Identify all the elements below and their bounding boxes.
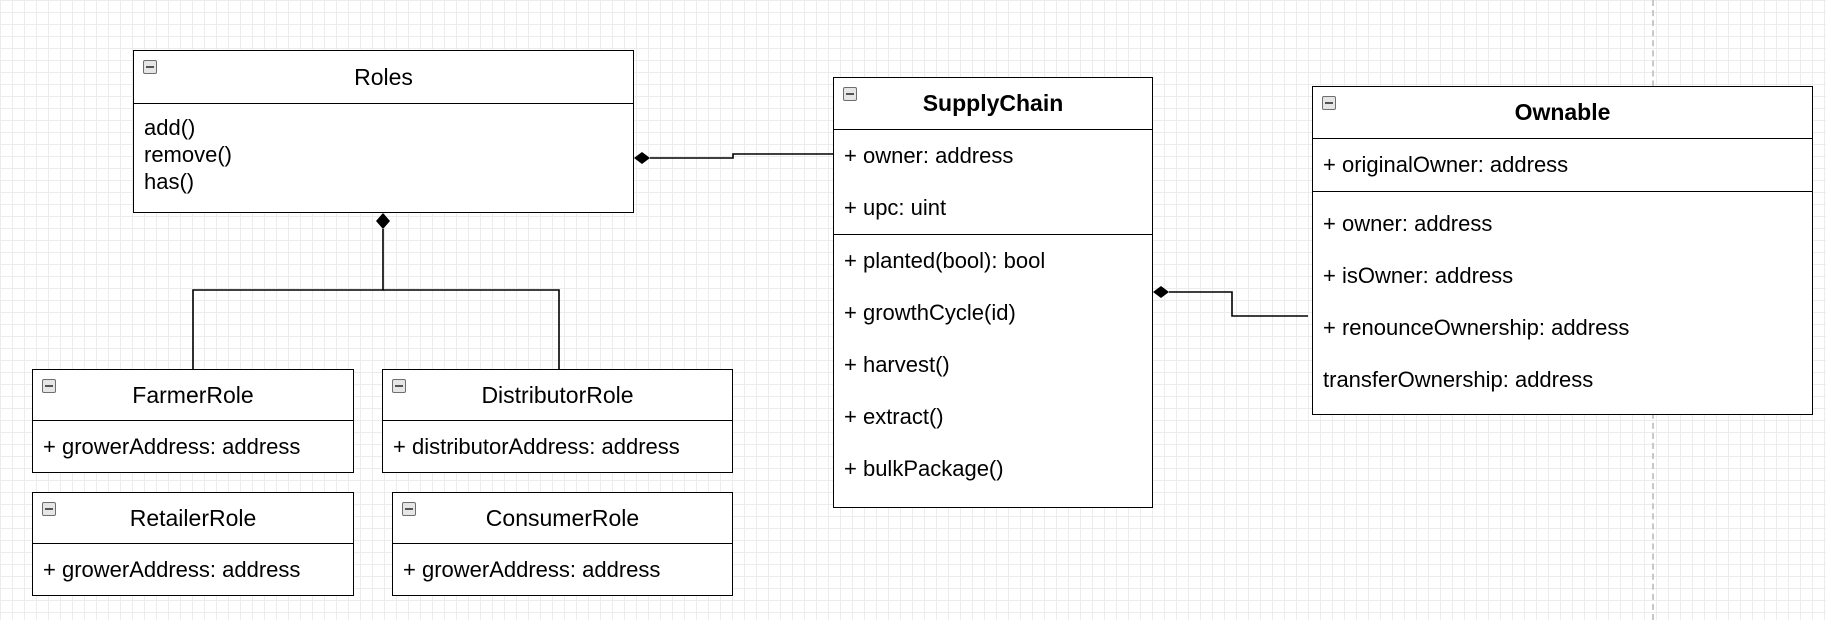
attribute: + owner: address [844,143,1014,168]
method: + owner: address [1323,211,1493,236]
class-name: Roles [354,63,413,90]
supplychain-ownable-connector[interactable] [1169,291,1308,317]
method: + planted(bool): bool [844,248,1046,273]
collapse-icon[interactable] [42,379,56,393]
methods-section: + planted(bool): bool + growthCycle(id) … [834,235,1152,495]
roles-subroles-connector[interactable] [192,229,384,369]
attribute: + originalOwner: address [1323,152,1569,177]
class-farmerrole[interactable]: FarmerRole + growerAddress: address [32,369,354,473]
method: has() [144,169,195,194]
method: + isOwner: address [1323,263,1514,288]
attributes-section: + growerAddress: address [33,544,353,596]
method: remove() [144,142,233,167]
attribute: + upc: uint [844,195,947,220]
supplychain-composition-diamond [1153,286,1169,298]
collapse-icon[interactable] [843,87,857,101]
methods-section: + owner: address + isOwner: address + re… [1313,192,1812,406]
class-consumerrole[interactable]: ConsumerRole + growerAddress: address [392,492,733,596]
collapse-icon[interactable] [42,502,56,516]
attributes-section: + growerAddress: address [393,544,732,596]
attribute: + growerAddress: address [43,434,301,459]
class-ownable[interactable]: Ownable + originalOwner: address + owner… [1312,86,1813,415]
method: + bulkPackage() [844,456,1004,481]
roles-composition-diamond-right [634,152,650,164]
attributes-section: + growerAddress: address [33,421,353,473]
attributes-section: + originalOwner: address [1313,139,1812,192]
class-name: ConsumerRole [485,504,640,531]
attribute: + growerAddress: address [403,557,661,582]
class-roles[interactable]: Roles add() remove() has() [133,50,634,213]
class-name: Ownable [1514,99,1611,125]
roles-distributor-connector[interactable] [383,289,560,369]
methods-section: add() remove() has() [134,104,633,195]
roles-supplychain-connector[interactable] [650,153,833,159]
collapse-icon[interactable] [1322,96,1336,110]
attribute: + growerAddress: address [43,557,301,582]
class-distributorrole-header: DistributorRole [383,370,732,421]
collapse-icon[interactable] [143,60,157,74]
method: + growthCycle(id) [844,300,1016,325]
class-supplychain[interactable]: SupplyChain + owner: address + upc: uint… [833,77,1153,508]
method: + harvest() [844,352,950,377]
class-farmerrole-header: FarmerRole [33,370,353,421]
class-roles-header: Roles [134,51,633,104]
collapse-icon[interactable] [392,379,406,393]
class-retailerrole-header: RetailerRole [33,493,353,544]
class-ownable-header: Ownable [1313,87,1812,139]
method: + renounceOwnership: address [1323,315,1630,340]
roles-composition-diamond-bottom [376,213,390,229]
class-retailerrole[interactable]: RetailerRole + growerAddress: address [32,492,354,596]
class-name: RetailerRole [129,504,257,531]
attributes-section: + owner: address + upc: uint [834,130,1152,235]
method: add() [144,115,196,140]
class-consumerrole-header: ConsumerRole [393,493,732,544]
class-distributorrole[interactable]: DistributorRole + distributorAddress: ad… [382,369,733,473]
class-name: DistributorRole [481,381,634,408]
class-supplychain-header: SupplyChain [834,78,1152,130]
collapse-icon[interactable] [402,502,416,516]
attribute: + distributorAddress: address [393,434,680,459]
attributes-section: + distributorAddress: address [383,421,732,473]
method: + extract() [844,404,944,429]
class-name: FarmerRole [132,381,254,408]
class-name: SupplyChain [922,90,1064,116]
method: transferOwnership: address [1323,367,1594,392]
